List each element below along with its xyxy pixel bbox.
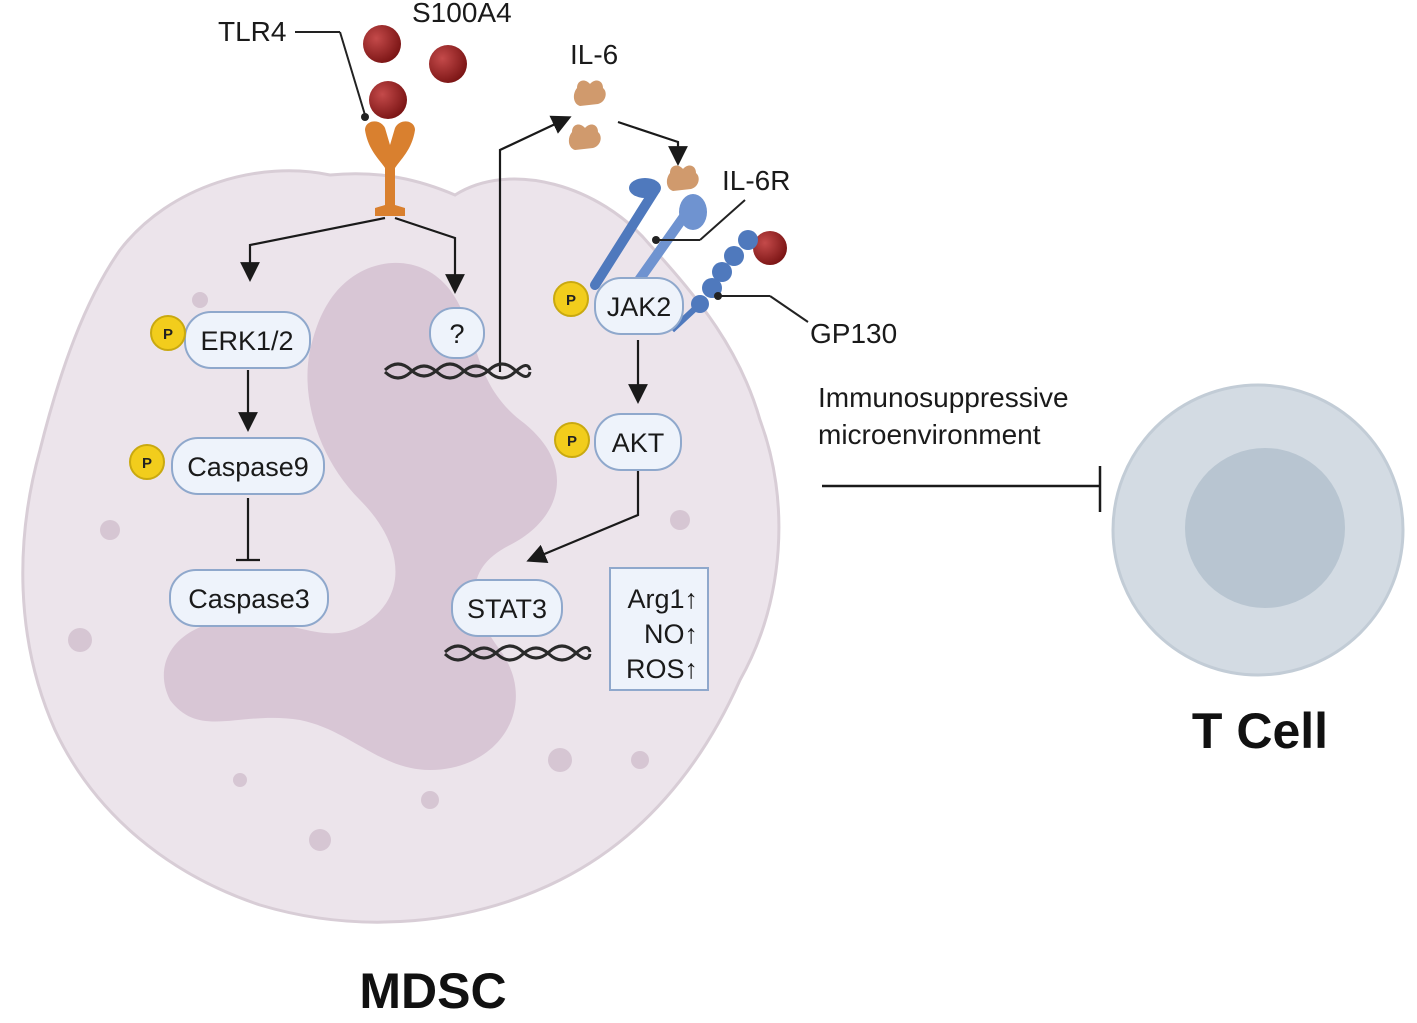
svg-text:P: P bbox=[566, 292, 576, 309]
effect-label-line1: Immunosuppressive bbox=[818, 382, 1069, 413]
tlr4-to-erk-arrow bbox=[240, 216, 386, 282]
svg-text:Caspase3: Caspase3 bbox=[188, 584, 310, 614]
granule bbox=[192, 292, 208, 308]
granule bbox=[631, 751, 649, 769]
granule bbox=[421, 791, 439, 809]
il6-label: IL-6 bbox=[570, 39, 618, 70]
tlr4-label: TLR4 bbox=[218, 16, 286, 47]
output-no: NO↑ bbox=[644, 619, 698, 649]
gp130-receptor bbox=[669, 230, 758, 333]
svg-text:P: P bbox=[142, 455, 152, 472]
il6-molecule bbox=[568, 80, 699, 191]
phospho-badge-erk: P bbox=[150, 315, 186, 351]
output-arg1: Arg1↑ bbox=[627, 584, 698, 614]
svg-text:P: P bbox=[163, 326, 173, 343]
dna-helix bbox=[383, 362, 532, 380]
t-cell bbox=[1111, 383, 1405, 677]
tcell-label: T Cell bbox=[1192, 703, 1328, 759]
phospho-badge-jak2: P bbox=[553, 281, 589, 317]
unknown-node: ? bbox=[429, 307, 485, 359]
svg-text:AKT: AKT bbox=[612, 428, 665, 458]
svg-text:?: ? bbox=[449, 319, 464, 349]
granule bbox=[68, 628, 92, 652]
pathway-arrows bbox=[236, 115, 688, 564]
phospho-badge-akt: P bbox=[554, 422, 590, 458]
stat3-node: STAT3 bbox=[451, 579, 563, 637]
output-ros: ROS↑ bbox=[626, 654, 698, 684]
tlr4-leader bbox=[339, 31, 366, 116]
s100a4-molecule bbox=[369, 81, 407, 119]
tlr4-to-unknown-arrow bbox=[394, 216, 465, 294]
granule bbox=[309, 829, 331, 851]
gp130-label: GP130 bbox=[810, 318, 897, 349]
granule bbox=[548, 748, 572, 772]
svg-text:STAT3: STAT3 bbox=[467, 594, 547, 624]
tlr4-leader-dot bbox=[361, 113, 369, 121]
effect-label-line2: microenvironment bbox=[818, 419, 1041, 450]
svg-text:P: P bbox=[567, 433, 577, 450]
granule bbox=[100, 520, 120, 540]
gp130-leader bbox=[769, 295, 809, 323]
akt-to-stat3-arrow bbox=[526, 468, 640, 564]
unknown-to-il6-arrow bbox=[498, 115, 572, 372]
mdsc-nucleus bbox=[163, 262, 558, 770]
il6r-leader-dot bbox=[652, 236, 660, 244]
t-cell-nucleus bbox=[1185, 448, 1345, 608]
svg-text:Caspase9: Caspase9 bbox=[187, 452, 309, 482]
il6-to-il6r-arrow bbox=[617, 120, 688, 166]
dna-helix bbox=[443, 644, 592, 662]
akt-node: AKT bbox=[594, 413, 682, 471]
svg-text:ERK1/2: ERK1/2 bbox=[200, 326, 293, 356]
erk-node: ERK1/2 bbox=[184, 311, 311, 369]
jak2-node: JAK2 bbox=[594, 277, 684, 335]
s100a4-label: S100A4 bbox=[412, 0, 512, 28]
il6r-leader bbox=[699, 199, 746, 241]
casp9-node: Caspase9 bbox=[171, 437, 325, 495]
s100a4-molecule bbox=[363, 25, 401, 63]
gp130-leader-dot bbox=[714, 292, 722, 300]
s100a4-molecule bbox=[429, 45, 467, 83]
s100a4-molecule bbox=[753, 231, 787, 265]
granule bbox=[670, 510, 690, 530]
phospho-badge-casp9: P bbox=[129, 444, 165, 480]
il6r-label: IL-6R bbox=[722, 165, 790, 196]
output-box: Arg1↑ NO↑ ROS↑ bbox=[609, 567, 709, 691]
casp3-node: Caspase3 bbox=[169, 569, 329, 627]
tlr4-receptor bbox=[365, 121, 415, 216]
granule bbox=[233, 773, 247, 787]
mdsc-label: MDSC bbox=[359, 963, 506, 1019]
svg-text:JAK2: JAK2 bbox=[607, 292, 672, 322]
